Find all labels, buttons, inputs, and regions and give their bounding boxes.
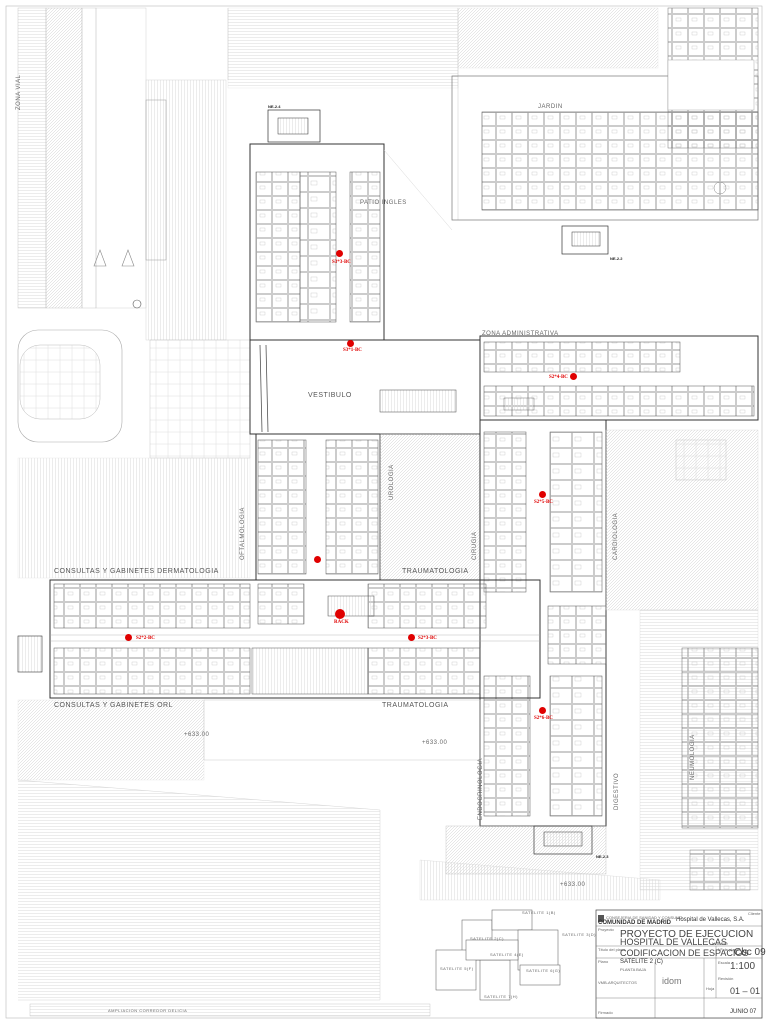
drawing-field-label: Título del plano [598, 947, 626, 952]
sheet-field-label: Hoja [706, 986, 715, 991]
drawing-title: CODIFICACION DE ESPACIOS [620, 948, 749, 958]
zone-label-neumologia: NEUMOLOGIA [690, 734, 696, 780]
zone-label-oftalmologia: OFTALMOLOGIA [240, 507, 246, 560]
zone-label-cirugia: CIRUGIA [472, 531, 478, 560]
satellite-marker-dot[interactable] [125, 634, 132, 641]
project-field-label: Proyecto [598, 927, 614, 932]
architects-name: VMB-ARQUITECTOS [598, 980, 637, 985]
satellite-label: S3*3-BC [332, 260, 351, 265]
street-label: AMPLIACION CORREDOR DELICIA [108, 1008, 188, 1013]
satellite-label: S2*4-BC [549, 375, 568, 380]
sheet-title: SATELITE 2 (C) [620, 959, 663, 965]
satellite-label: S3*1-BC [343, 348, 362, 353]
satellite-label: S2*2-BC [136, 636, 155, 641]
project-city: MADRID [712, 941, 728, 946]
keyplan-label: SATELITE 5(F) [440, 966, 474, 971]
floor-name: PLANTA BAJA [620, 967, 647, 972]
keyplan-label: SATELITE 1(B) [522, 910, 556, 915]
nucleo-label: NE-2.3 [596, 854, 609, 859]
nucleo-label: NE-2.2 [610, 256, 623, 261]
engineering-logo: idom [662, 976, 682, 986]
project-subtitle: HOSPITAL DE VALLECAS [620, 937, 727, 947]
rack-marker-dot[interactable] [335, 609, 345, 619]
scale-field-label: Escala [718, 960, 731, 965]
satellite-marker-dot[interactable] [347, 340, 354, 347]
keyplan-label: SATELITE 3(D) [562, 932, 596, 937]
keyplan-label: SATELITE 2(C) [470, 936, 504, 941]
client-name: Hospital de Vallecas, S.A. [676, 917, 745, 923]
satellite-marker-dot[interactable] [570, 373, 577, 380]
zone-label-traumatologia-upper: TRAUMATOLOGIA [402, 568, 469, 575]
satellite-label: S2*6-BC [534, 716, 553, 721]
zone-label-patio-ingles: PATIO INGLES [360, 200, 407, 206]
zone-label-urologia: UROLOGIA [389, 464, 395, 500]
elevation-marker: +633.00 [184, 732, 210, 738]
satellite-label: S2*5-BC [534, 500, 553, 505]
elevation-marker: +633.00 [422, 740, 448, 746]
plan-number-field-label: Nº de plano [718, 947, 739, 952]
plan-field-label: Plano [598, 959, 609, 964]
sheet-number: 01 – 01 [730, 986, 761, 996]
authority-small: CONSEJERIA DE SANIDAD Y CONSUMO [606, 915, 683, 920]
satellite-marker-dot[interactable] [408, 634, 415, 641]
project-title: PROYECTO DE EJECUCION [620, 929, 754, 940]
zone-label-orl: CONSULTAS Y GABINETES ORL [54, 702, 173, 709]
elevation-marker: +633.00 [560, 882, 586, 888]
keyplan-label: SATELITE 4(E) [490, 952, 524, 957]
zone-label-dermatologia: CONSULTAS Y GABINETES DERMATOLOGIA [54, 568, 219, 575]
satellite-label: S2*3-BC [418, 636, 437, 641]
signatures-label: Firmado [598, 1010, 613, 1015]
zone-label-zona-vial: ZONA VIAL [16, 74, 22, 110]
satellite-marker-dot[interactable] [539, 707, 546, 714]
satellite-marker-dot[interactable] [314, 556, 321, 563]
nucleo-label: NE-2.4 [268, 104, 281, 109]
zone-label-cardiologia: CARDIOLOGIA [613, 512, 619, 560]
keyplan-label: SATELITE 7(H) [484, 994, 518, 999]
revision-field-label: Revisión [718, 976, 734, 981]
drawing-date: JUNIO 07 [730, 1009, 757, 1015]
client-field-label: Cliente [748, 911, 761, 916]
zone-label-traumatologia-lower: TRAUMATOLOGIA [382, 702, 449, 709]
scale-value: 1:100 [730, 961, 756, 972]
zone-label-endocrinologia: ENDOCRINOLOGIA [478, 757, 484, 820]
authority-name: COMUNIDAD DE MADRID [598, 920, 671, 926]
rack-label: RACK [334, 620, 349, 625]
zone-label-vestibulo: VESTIBULO [308, 392, 352, 399]
zone-label-jardin: JARDIN [538, 104, 563, 110]
satellite-marker-dot[interactable] [539, 491, 546, 498]
satellite-marker-dot[interactable] [336, 250, 343, 257]
zone-label-administrativa: ZONA ADMINISTRATIVA [482, 331, 559, 337]
plan-code: Cbc 09 [734, 947, 766, 958]
zone-label-digestivo: DIGESTIVO [614, 772, 620, 810]
keyplan-label: SATELITE 6(G) [526, 968, 561, 973]
